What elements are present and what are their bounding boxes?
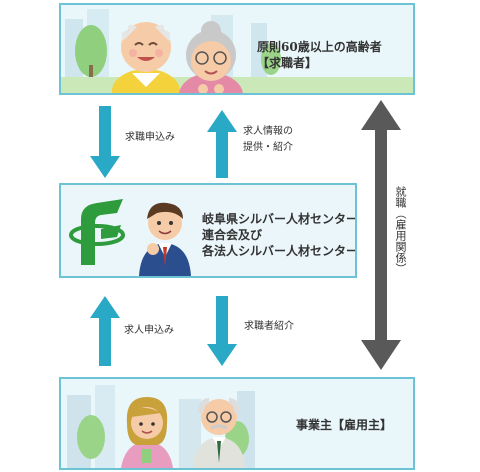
job-seeker-referral-label: 求職者紹介 <box>244 321 294 332</box>
businesswoman-icon <box>121 397 173 468</box>
staff-man-icon <box>139 202 191 276</box>
job-seeker-title: 原則60歳以上の高齢者 <box>257 40 382 54</box>
elderly-woman-icon <box>179 21 243 93</box>
elderly-man-icon <box>112 22 180 93</box>
employer-title: 事業主【雇用主】 <box>296 418 393 432</box>
employer-box: 事業主【雇用主】 <box>59 377 415 470</box>
down-arrow-icon <box>207 296 237 366</box>
silver-center-box: 岐阜県シルバー人材センター 連合会及び 各法人シルバー人材センター <box>59 183 357 278</box>
job-seeker-role: 【求職者】 <box>257 56 318 70</box>
job-seeker-box: 原則60歳以上の高齢者 【求職者】 <box>59 3 415 95</box>
job-info-label-1: 求人情報の <box>243 126 293 137</box>
up-arrow-icon <box>90 296 120 366</box>
employment-label: 就職（雇用関係） <box>394 186 407 274</box>
silver-center-federation: 連合会及び <box>202 228 263 242</box>
up-arrow-icon <box>207 110 237 178</box>
job-info-label-2: 提供・紹介 <box>243 142 293 153</box>
silver-center-name: 岐阜県シルバー人材センター <box>202 212 357 226</box>
double-arrow-icon <box>361 100 401 370</box>
silver-center-corporations: 各法人シルバー人材センター <box>202 244 357 258</box>
business-elder-icon <box>193 398 245 468</box>
down-arrow-icon <box>90 106 120 178</box>
job-application-label: 求職申込み <box>125 132 175 143</box>
job-offer-application-label: 求人申込み <box>124 325 174 336</box>
silver-center-logo <box>69 199 125 265</box>
